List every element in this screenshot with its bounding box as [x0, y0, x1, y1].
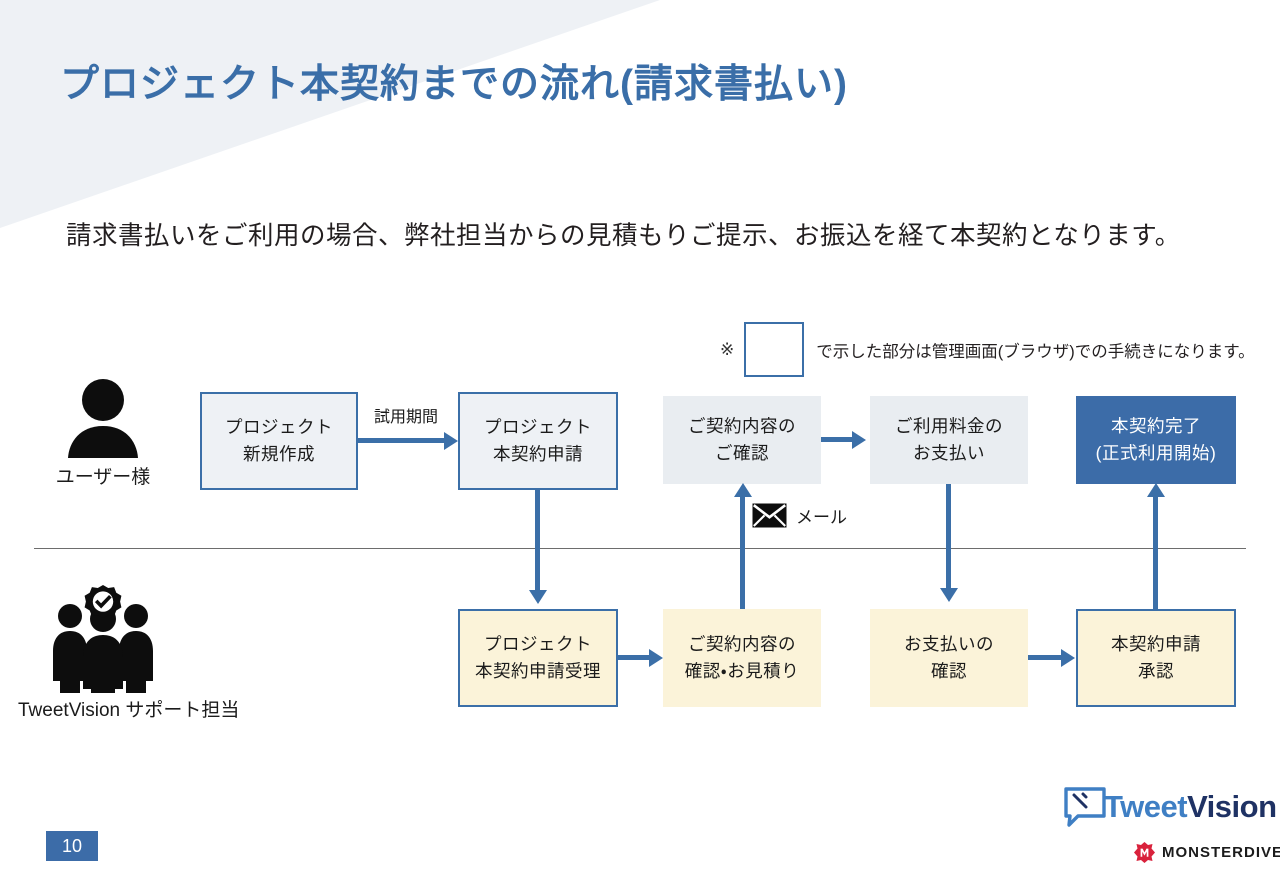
flow-box-usage-fee-payment-line-2: お支払い	[913, 443, 985, 463]
flow-box-contract-check-quote-line-2: 確認・お見積り	[684, 661, 800, 681]
connector-confirm-to-approve-arrowhead	[1061, 648, 1075, 667]
actor-support-label-line-2: サポート担当	[125, 700, 240, 721]
connector-apply-to-received-arrowhead	[528, 590, 547, 604]
page-number-badge: 10	[46, 831, 98, 861]
connector-new-to-apply	[358, 438, 444, 443]
flow-box-contract-check-quote[interactable]: ご契約内容の 確認・お見積り	[663, 609, 821, 707]
flow-box-project-new-line-2: 新規作成	[243, 444, 315, 464]
flow-box-usage-fee-payment[interactable]: ご利用料金の お支払い	[870, 396, 1028, 484]
flow-box-apply-received-line-2: 本契約申請受理	[475, 661, 601, 681]
flow-box-project-contract-apply[interactable]: プロジェクト 本契約申請	[458, 392, 618, 490]
actor-user: ユーザー様	[18, 378, 188, 491]
connector-check-to-payment	[821, 437, 852, 442]
monsterdive-mark-icon	[1134, 842, 1155, 863]
flow-box-apply-received[interactable]: プロジェクト 本契約申請受理	[458, 609, 618, 707]
decorative-diagonal-band	[0, 0, 660, 228]
connector-payment-to-confirm-arrowhead	[939, 588, 958, 602]
connector-quote-to-check-arrowhead	[733, 483, 752, 497]
flow-box-contract-complete-line-1: 本契約完了	[1111, 415, 1201, 436]
flow-box-payment-confirm[interactable]: お支払いの 確認	[870, 609, 1028, 707]
speech-bubble-icon	[1064, 787, 1106, 827]
flow-box-project-contract-apply-line-2: 本契約申請	[493, 444, 583, 464]
flow-box-project-contract-apply-line-1: プロジェクト	[484, 416, 592, 437]
flow-box-contract-complete[interactable]: 本契約完了 (正式利用開始)	[1076, 396, 1236, 484]
connector-approve-to-complete-arrowhead	[1146, 483, 1165, 497]
connector-payment-to-confirm	[946, 484, 951, 588]
flow-box-payment-confirm-line-1: お支払いの	[904, 633, 994, 654]
logo-tweetvision: TweetVision	[1062, 786, 1277, 828]
actor-user-label: ユーザー様	[55, 467, 151, 488]
legend-sample-box	[744, 322, 805, 377]
mail-label: メール	[796, 508, 847, 527]
page-title: プロジェクト本契約までの流れ(請求書払い)	[60, 63, 848, 106]
actor-support: TweetVision サポート担当	[18, 585, 239, 724]
logo-tweetvision-part2: Vision	[1187, 789, 1277, 824]
connector-label-trial-period: 試用期間	[374, 409, 439, 426]
flow-box-payment-confirm-line-2: 確認	[931, 661, 967, 681]
reference-mark-icon: ※	[720, 339, 735, 359]
flow-box-contract-content-check[interactable]: ご契約内容の ご確認	[663, 396, 821, 484]
connector-check-to-payment-arrowhead	[852, 430, 866, 449]
mail-marker: メール	[752, 503, 847, 528]
lane-divider	[34, 548, 1246, 549]
flow-box-usage-fee-payment-line-1: ご利用料金の	[895, 415, 1003, 436]
flow-box-contract-approve-line-2: 承認	[1138, 661, 1174, 681]
legend-note: ※ で示した部分は管理画面(ブラウザ)での手続きになります。	[720, 322, 1255, 377]
flow-box-contract-check-quote-line-1: ご契約内容の	[688, 633, 796, 654]
connector-received-to-quote	[618, 655, 649, 660]
flow-box-contract-approve[interactable]: 本契約申請 承認	[1076, 609, 1236, 707]
connector-quote-to-check	[740, 495, 745, 609]
flow-box-apply-received-line-1: プロジェクト	[484, 633, 592, 654]
actor-support-label-line-1: TweetVision	[18, 700, 121, 721]
flow-box-project-new[interactable]: プロジェクト 新規作成	[200, 392, 358, 490]
flow-box-contract-content-check-line-1: ご契約内容の	[688, 415, 796, 436]
logo-monsterdive: MONSTERDIVE	[1134, 842, 1280, 863]
flow-box-contract-content-check-line-2: ご確認	[715, 443, 769, 463]
connector-confirm-to-approve	[1028, 655, 1061, 660]
connector-received-to-quote-arrowhead	[649, 648, 663, 667]
actor-support-label: TweetVision サポート担当	[18, 698, 239, 724]
flow-box-contract-complete-line-2: (正式利用開始)	[1095, 443, 1217, 463]
support-team-icon	[53, 585, 153, 693]
logo-monsterdive-text: MONSTERDIVE	[1162, 844, 1280, 861]
logo-tweetvision-part1: Tweet	[1104, 789, 1188, 824]
connector-new-to-apply-arrowhead	[444, 431, 458, 450]
mail-icon	[752, 503, 787, 528]
connector-approve-to-complete	[1153, 495, 1158, 609]
lead-paragraph: 請求書払いをご利用の場合、弊社担当からの見積もりご提示、お振込を経て本契約となり…	[66, 222, 1181, 250]
legend-note-text: で示した部分は管理画面(ブラウザ)での手続きになります。	[816, 342, 1255, 361]
flow-box-contract-approve-line-1: 本契約申請	[1111, 633, 1201, 654]
connector-apply-to-received	[535, 490, 540, 590]
flow-box-project-new-line-1: プロジェクト	[225, 416, 333, 437]
person-icon	[68, 379, 138, 458]
logo-tweetvision-text: TweetVision	[1104, 789, 1277, 825]
